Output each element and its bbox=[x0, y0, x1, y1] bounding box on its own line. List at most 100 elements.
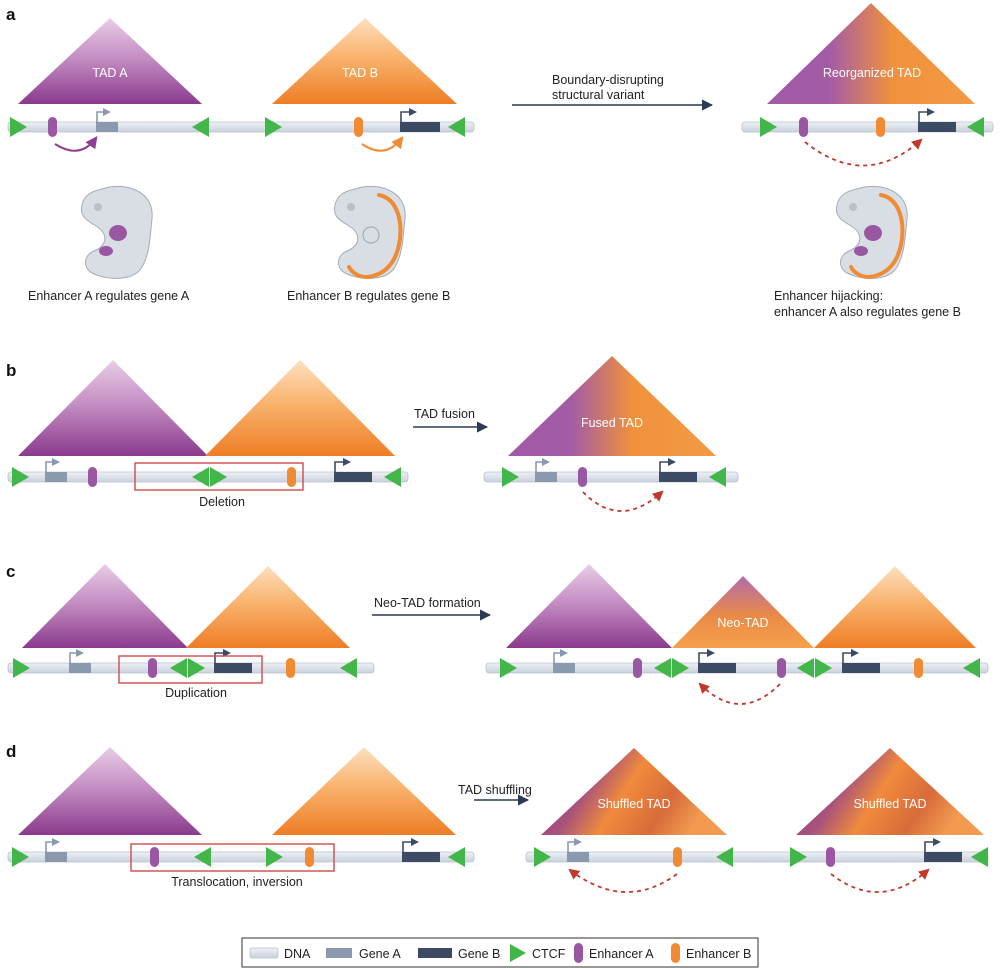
gene-b bbox=[698, 663, 736, 673]
ctcf-site bbox=[971, 847, 988, 867]
ctcf-site bbox=[967, 117, 984, 137]
ctcf-site bbox=[502, 467, 519, 487]
arrow-text-line1: Boundary-disrupting bbox=[552, 73, 664, 87]
ctcf-site bbox=[192, 467, 209, 487]
deletion-box bbox=[134, 462, 304, 491]
ctcf-site bbox=[448, 117, 465, 137]
gene-b bbox=[842, 663, 880, 673]
ctcf-site bbox=[448, 847, 465, 867]
ctcf-site bbox=[192, 117, 209, 137]
tss-arrow-gene-a bbox=[535, 458, 550, 472]
arrow-text-tad-shuffling: TAD shuffling bbox=[458, 783, 532, 797]
gene-a bbox=[69, 663, 91, 673]
arrow-text-neo-tad: Neo-TAD formation bbox=[374, 596, 481, 610]
gene-a bbox=[567, 852, 589, 862]
panel-a-label: a bbox=[6, 5, 16, 24]
dna-strand bbox=[525, 851, 989, 863]
reorganized-tad-triangle bbox=[767, 3, 975, 104]
enhancer-a bbox=[88, 467, 97, 487]
panel-d-label: d bbox=[6, 742, 16, 761]
ctcf-site bbox=[790, 847, 807, 867]
tss-arrow-gene-b bbox=[659, 458, 676, 472]
embryo-icon bbox=[835, 185, 908, 280]
enhancer-b bbox=[354, 117, 363, 137]
dna-strand bbox=[483, 471, 739, 483]
tad-a-triangle bbox=[18, 18, 202, 104]
legend-enhancer-b: Enhancer B bbox=[686, 947, 751, 961]
ctcf-site bbox=[266, 847, 283, 867]
gene-a bbox=[535, 472, 557, 482]
arrow-text-tad-fusion: TAD fusion bbox=[414, 407, 475, 421]
tss-arrow-gene-a bbox=[96, 108, 111, 122]
ctcf-site bbox=[210, 467, 227, 487]
dna-strand bbox=[7, 851, 475, 863]
tss-arrow-gene-a bbox=[69, 649, 84, 663]
panel-c: c Duplication Neo-TAD formation Neo-TAD bbox=[6, 562, 989, 705]
enhancer-b bbox=[914, 658, 923, 678]
ctcf-site bbox=[340, 658, 357, 678]
neo-tad-label: Neo-TAD bbox=[717, 616, 768, 630]
tad-b-triangle bbox=[272, 18, 457, 104]
enhancer-b bbox=[286, 658, 295, 678]
tad-triangle-orange bbox=[272, 747, 456, 835]
ctcf-site bbox=[194, 847, 211, 867]
legend-ctcf: CTCF bbox=[532, 947, 566, 961]
ctcf-site bbox=[654, 658, 671, 678]
enhancer-b bbox=[876, 117, 885, 137]
legend-dna: DNA bbox=[284, 947, 311, 961]
tad-triangle-orange bbox=[205, 360, 395, 456]
hijack-arrow bbox=[582, 490, 664, 512]
shuffled-tad-triangle bbox=[541, 748, 727, 835]
caption-hijack-line1: Enhancer hijacking: bbox=[774, 289, 883, 303]
panel-a: a TAD A TAD B Enhancer A regulates gene … bbox=[6, 3, 994, 319]
shuffle-arrow-2 bbox=[830, 868, 930, 893]
legend: DNA Gene A Gene B CTCF Enhancer A Enhanc… bbox=[241, 937, 759, 968]
arrow-text-line2: structural variant bbox=[552, 88, 645, 102]
gene-b bbox=[400, 122, 440, 132]
tad-triangle-purple bbox=[18, 360, 208, 456]
enhancer-b bbox=[305, 847, 314, 867]
tss-arrow-gene-b bbox=[698, 649, 715, 663]
regulation-arrow-a bbox=[54, 136, 98, 152]
legend-enhancer-b-swatch bbox=[671, 943, 680, 963]
tss-arrow-gene-b bbox=[924, 838, 941, 852]
ctcf-site bbox=[815, 658, 832, 678]
gene-b bbox=[659, 472, 697, 482]
enhancer-a bbox=[826, 847, 835, 867]
gene-a bbox=[553, 663, 575, 673]
gene-a bbox=[96, 122, 118, 132]
tad-triangle-purple bbox=[22, 564, 188, 648]
gene-b bbox=[402, 852, 440, 862]
enhancer-a bbox=[148, 658, 157, 678]
enhancer-b bbox=[673, 847, 682, 867]
neo-tad-arrow bbox=[698, 682, 781, 705]
neo-tad-triangle bbox=[672, 576, 814, 648]
shuffled-tad-label: Shuffled TAD bbox=[854, 797, 927, 811]
ctcf-site bbox=[12, 467, 29, 487]
gene-b bbox=[214, 663, 252, 673]
regulation-arrow-b bbox=[361, 136, 404, 152]
panel-d: d Translocation, inversion TAD shuffling… bbox=[6, 742, 989, 893]
sv-label-duplication: Duplication bbox=[165, 686, 227, 700]
ctcf-site bbox=[797, 658, 814, 678]
fused-tad-triangle bbox=[508, 356, 716, 456]
ctcf-site bbox=[265, 117, 282, 137]
panel-b: b Deletion TAD fusion Fused TAD bbox=[6, 356, 739, 512]
shuffled-tad-triangle bbox=[796, 748, 984, 835]
tss-arrow-gene-b bbox=[334, 458, 351, 472]
tss-arrow-gene-a bbox=[567, 838, 582, 852]
ctcf-site bbox=[188, 658, 205, 678]
legend-enhancer-a-swatch bbox=[574, 943, 583, 963]
ctcf-site bbox=[384, 467, 401, 487]
tss-arrow-gene-b bbox=[214, 649, 231, 663]
translocation-box bbox=[130, 843, 335, 872]
tss-arrow-gene-b bbox=[842, 649, 859, 663]
panel-c-label: c bbox=[6, 562, 15, 581]
enhancer-a bbox=[150, 847, 159, 867]
tss-arrow-gene-a bbox=[45, 838, 60, 852]
tad-triangle-orange bbox=[814, 566, 976, 648]
legend-enhancer-a: Enhancer A bbox=[589, 947, 654, 961]
ctcf-site bbox=[12, 847, 29, 867]
ctcf-site bbox=[672, 658, 689, 678]
embryo-icon bbox=[333, 185, 406, 280]
